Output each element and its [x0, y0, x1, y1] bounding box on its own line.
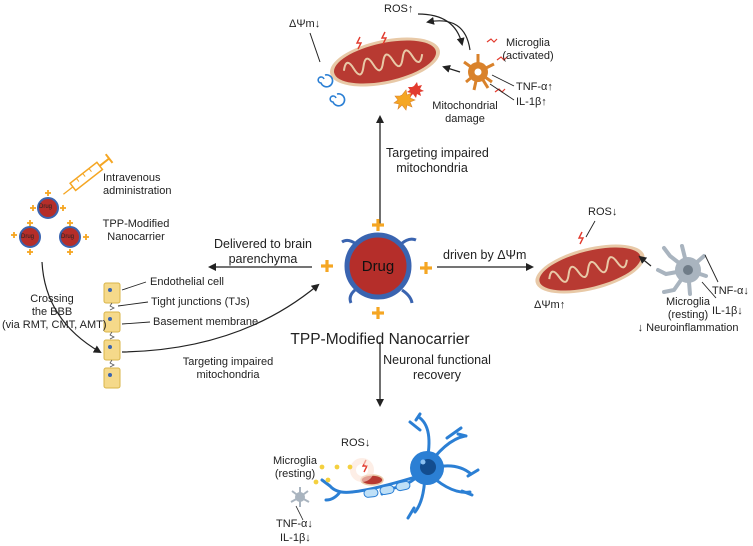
small-carrier-top: [30, 190, 66, 219]
right-microglia-label: Microglia (resting) ↓ Neuroinflammation: [628, 296, 748, 335]
center-drug-label: Drug: [361, 258, 395, 275]
syringe-icon: [63, 153, 114, 195]
right-tnf-label: TNF-α↓: [712, 285, 749, 297]
left-targeting-label: Targeting impaired mitochondria: [178, 356, 278, 382]
endothelial-label: Endothelial cell: [150, 276, 224, 288]
iv-label: Intravenous administration: [103, 172, 171, 198]
crossing-label-line: the BBB: [31, 306, 73, 318]
bottom-microglia-label-line: (resting): [274, 468, 316, 480]
neuron-panel: [290, 412, 480, 521]
right-mitochondrion: [535, 220, 652, 294]
crossing-label-line: Crossing: [30, 293, 74, 305]
right-microglia-label-line: Microglia: [665, 296, 710, 308]
left-targeting-label-line: Targeting impaired: [182, 356, 274, 368]
bottom-microglia-label-line: Microglia: [272, 455, 317, 467]
microglia-resting-right: [656, 244, 719, 299]
arrow-down-label: Neuronal functional recovery: [381, 353, 493, 383]
arrow-down-label-line: recovery: [413, 368, 461, 382]
top-mitochondrion: [309, 31, 440, 107]
top-il-label: IL-1β↑: [516, 96, 547, 108]
carrier-label: TPP-Modified Nanocarrier: [98, 218, 174, 244]
arrow-left-label: Delivered to brain parenchyma: [208, 237, 318, 267]
right-ros-label: ROS↓: [588, 206, 618, 218]
bottom-il-label: IL-1β↓: [280, 532, 311, 544]
top-microglia-label-line: (activated): [502, 50, 554, 62]
top-damage-label-line: Mitochondrial: [432, 100, 498, 112]
left-targeting-label-line: mitochondria: [196, 369, 260, 381]
top-damage-label: Mitochondrial damage: [425, 100, 505, 126]
crossing-label: Crossing the BBB (via RMT, CMT, AMT): [2, 293, 107, 332]
basement-label: Basement membrane: [153, 316, 259, 328]
bottom-ros-label: ROS↓: [341, 437, 371, 449]
top-damage-label-line: damage: [445, 113, 485, 125]
right-il-label: IL-1β↓: [712, 305, 743, 317]
right-microglia-label-line: (resting): [667, 309, 709, 321]
iv-label-line: administration: [103, 185, 172, 197]
carrier-label-line: TPP-Modified: [102, 218, 170, 230]
right-microglia-label-line: ↓ Neuroinflammation: [637, 322, 739, 334]
arrow-left-label-line: Delivered to brain: [214, 237, 312, 251]
arrow-down-label-line: Neuronal functional: [383, 353, 491, 367]
right-dpsi-label: ΔΨm↑: [534, 299, 566, 311]
iv-label-line: Intravenous: [103, 172, 161, 184]
top-microglia-label: Microglia (activated): [497, 37, 559, 63]
arrow-up-label-line: mitochondria: [396, 161, 468, 175]
tight-junctions-label: Tight junctions (TJs): [151, 296, 250, 308]
top-dpsi-label: ΔΨm↓: [289, 18, 321, 30]
top-arrow-microglia-to-mito: [442, 64, 461, 73]
small-drug-label-left: Drug: [21, 234, 35, 240]
arrow-right-label: driven by ΔΨm: [443, 248, 527, 262]
microglia-activated: [463, 38, 515, 101]
top-ros-label: ROS↑: [384, 3, 414, 15]
bottom-tnf-label: TNF-α↓: [276, 518, 313, 530]
center-title: TPP-Modified Nanocarrier: [290, 331, 470, 348]
arrow-up-label: Targeting impaired mitochondria: [386, 146, 489, 176]
left-panel-graphics: [11, 153, 320, 389]
main-arrows: [208, 115, 534, 407]
center-nanocarrier: [321, 219, 432, 319]
top-arrow-microglia-to-ros: [426, 16, 471, 51]
top-microglia-label-line: Microglia: [505, 37, 550, 49]
damage-bursts: [393, 82, 424, 111]
crossing-label-line: (via RMT, CMT, AMT): [2, 319, 107, 331]
small-carrier-right: [59, 220, 89, 255]
small-drug-label-top: Drug: [39, 204, 53, 210]
arrow-up-label-line: Targeting impaired: [386, 146, 489, 160]
bbb-cells: [103, 282, 121, 389]
arrow-left-label-line: parenchyma: [228, 252, 298, 266]
bottom-microglia-label: Microglia (resting): [262, 455, 328, 481]
small-carrier-left: [11, 220, 41, 255]
carrier-label-line: Nanocarrier: [107, 231, 165, 243]
top-tnf-label: TNF-α↑: [516, 81, 553, 93]
small-drug-label-right: Drug: [61, 234, 75, 240]
